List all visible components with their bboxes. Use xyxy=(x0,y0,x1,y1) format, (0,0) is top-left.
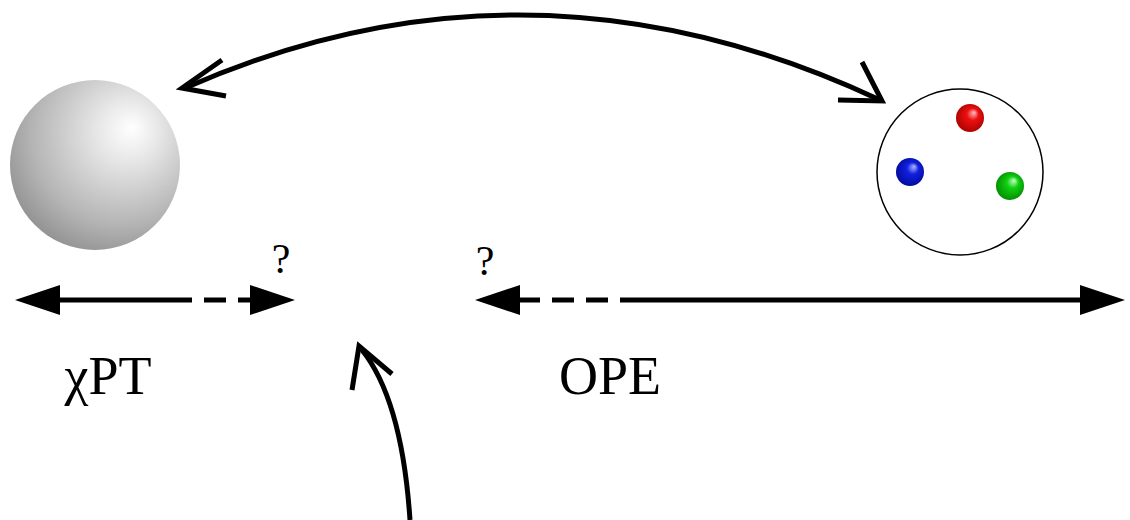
hadron-outline xyxy=(877,89,1043,255)
arrow-head xyxy=(182,60,226,96)
question-mark: ? xyxy=(272,238,291,280)
pointer-arrow xyxy=(362,350,410,520)
arrow-head xyxy=(838,62,882,101)
arrow-head xyxy=(15,285,60,315)
dashed-extension xyxy=(518,298,630,303)
range-line xyxy=(55,298,170,303)
arrow-head xyxy=(250,285,295,315)
red-quark xyxy=(956,104,984,132)
arrow-head xyxy=(352,346,392,390)
blue-quark xyxy=(896,158,924,186)
arrow-head xyxy=(1080,285,1125,315)
arrow-head xyxy=(475,285,520,315)
hadron-sphere xyxy=(10,80,180,250)
dashed-extension xyxy=(170,298,252,303)
region-label: OPE xyxy=(559,349,661,403)
question-mark: ? xyxy=(476,240,495,282)
green-quark xyxy=(996,172,1024,200)
region-label: χPT xyxy=(65,349,152,403)
range-line xyxy=(630,298,1088,303)
curved-double-arrow xyxy=(185,15,880,100)
